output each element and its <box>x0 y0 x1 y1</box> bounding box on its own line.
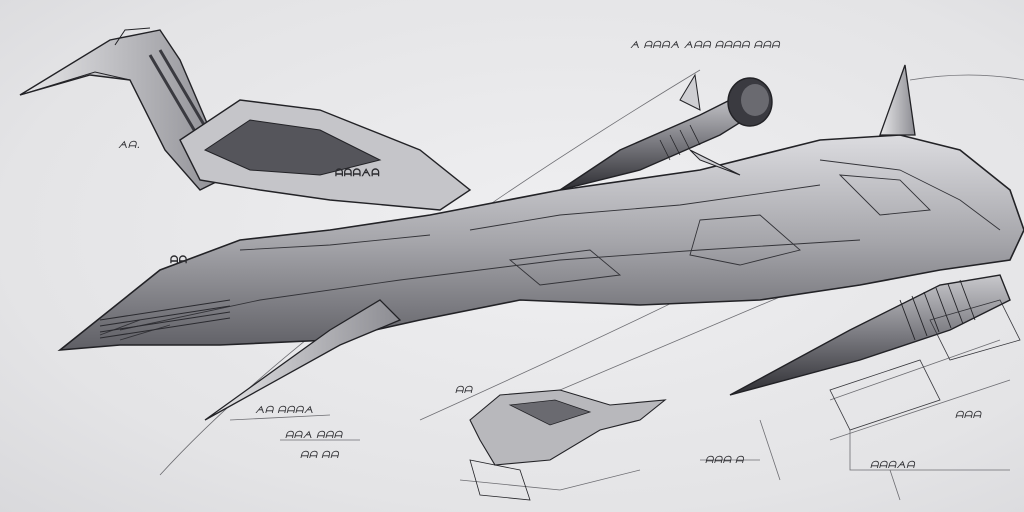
header-annotation: ᗅ ᗩᗩᗩᗅ ᗅᗩᗩ ᗩᗩᗩᗩ ᗩᗩᗩ <box>630 40 781 51</box>
upper-cannon <box>559 73 773 191</box>
left-annotation: ᗅᗩ. <box>118 140 141 151</box>
right-panel-note: ᗩᗩᗩ <box>955 410 982 421</box>
bottom-left-note-3: ᗩᗩ ᗩᗩ <box>300 450 339 461</box>
bottom-left-note-1: ᗅᗩ ᗩᗩᗩᗅ <box>255 405 314 416</box>
main-hull <box>57 99 1024 352</box>
rear-spike <box>879 64 916 136</box>
bottom-right-note-2: ᗩᗩᗩᗅᗩ <box>870 460 916 471</box>
ventral-spike <box>204 299 402 421</box>
hull-marking: ᗩᗩᗩᗅᗩ <box>335 168 381 179</box>
bottom-left-note-2: ᗩᗩᗅ ᗩᗩᗩ <box>285 430 343 441</box>
bottom-right-note-1: ᗩᗩᗩ ᗩ <box>705 455 744 466</box>
lower-engine <box>729 274 1011 396</box>
nose-marking: ᗩᗩ <box>170 255 188 266</box>
thumbnail-ship <box>469 389 667 501</box>
schematic-boxes <box>829 299 1021 431</box>
bottom-center-note: ᗩᗩ <box>455 385 473 396</box>
